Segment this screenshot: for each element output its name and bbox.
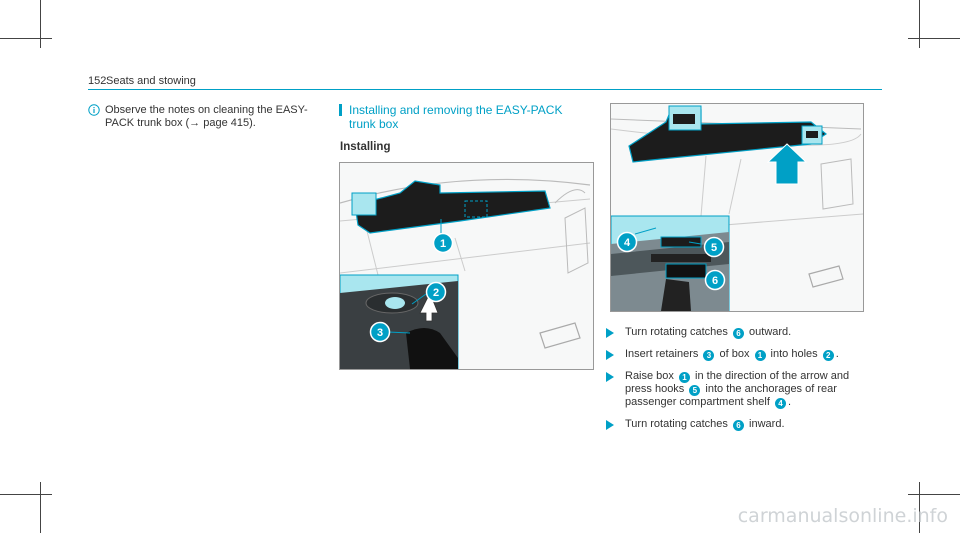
callout-2: 2 [425, 281, 447, 303]
callout-badge: 1 [754, 350, 766, 361]
subsection-title: Installing [340, 141, 391, 153]
callout-badge: 2 [822, 350, 834, 361]
crop-mark [40, 482, 41, 533]
note-text-part: Observe the notes on cleaning the EASY-P… [105, 104, 308, 129]
callout-1: 1 [432, 232, 454, 254]
step-arrow-icon [606, 328, 614, 338]
crop-mark [919, 0, 920, 48]
note-block: Observe the notes on cleaning the EASY-P… [88, 104, 318, 130]
page-number: 152 [88, 75, 107, 87]
step-item: Turn rotating catches 6 inward. [606, 418, 874, 431]
callout-3: 3 [369, 321, 391, 343]
callout-badge: 4 [774, 398, 786, 409]
step-text: . [787, 396, 792, 408]
callout-1-label: 1 [440, 238, 446, 250]
watermark: carmanualsonline.info [737, 505, 948, 527]
illustration-raising-box: 4 5 6 [610, 103, 864, 312]
step-text: outward. [745, 326, 792, 338]
crop-mark [908, 494, 960, 495]
step-arrow-icon [606, 420, 614, 430]
step-text: inward. [745, 418, 785, 430]
step-item: Turn rotating catches 6 outward. [606, 326, 874, 339]
crop-mark [908, 38, 960, 39]
callout-badge: 6 [732, 420, 744, 431]
step-arrow-icon [606, 350, 614, 360]
step-text: of box [716, 348, 753, 360]
step-text: Turn rotating catches [625, 326, 731, 338]
page-link[interactable]: page 415 [203, 117, 250, 129]
crop-mark [0, 38, 52, 39]
step-item: Insert retainers 3 of box 1 into holes 2… [606, 348, 874, 361]
step-text: . [835, 348, 839, 360]
step-text: Insert retainers [625, 348, 702, 360]
info-icon [88, 104, 100, 120]
section-marker [339, 104, 342, 116]
link-arrow-icon: → [189, 117, 201, 129]
callout-4: 4 [616, 231, 638, 253]
callout-badge: 5 [689, 385, 701, 396]
header-rule [88, 89, 882, 90]
step-text: Turn rotating catches [625, 418, 731, 430]
callout-3-label: 3 [377, 327, 383, 339]
callout-5-label: 5 [711, 242, 717, 254]
callout-2-label: 2 [433, 287, 439, 299]
callout-4-label: 4 [624, 237, 631, 249]
step-arrow-icon [606, 372, 614, 382]
callout-6: 6 [704, 269, 726, 291]
callout-6-label: 6 [712, 275, 718, 287]
step-list: Turn rotating catches 6 outward. Insert … [606, 326, 874, 440]
callout-badge: 3 [703, 350, 715, 361]
section-title: Installing and removing the EASY-PACK tr… [349, 103, 563, 131]
step-item: Raise box 1 in the direction of the arro… [606, 370, 874, 409]
step-text: Raise box [625, 370, 677, 382]
page-header-title: Seats and stowing [106, 75, 196, 87]
step-text: in the direction of the arrow and press … [625, 370, 850, 395]
note-text-end: ). [249, 117, 256, 129]
crop-mark [0, 494, 52, 495]
callout-badge: 1 [678, 372, 690, 383]
crop-mark [919, 482, 920, 533]
step-text: into the anchorages of rear passenger co… [625, 383, 837, 408]
note-text: Observe the notes on cleaning the EASY-P… [105, 104, 318, 130]
callout-badge: 6 [732, 328, 744, 339]
crop-mark [40, 0, 41, 48]
illustration-installing: 1 2 3 [339, 162, 594, 370]
callout-5: 5 [703, 236, 725, 258]
step-text: into holes [767, 348, 821, 360]
